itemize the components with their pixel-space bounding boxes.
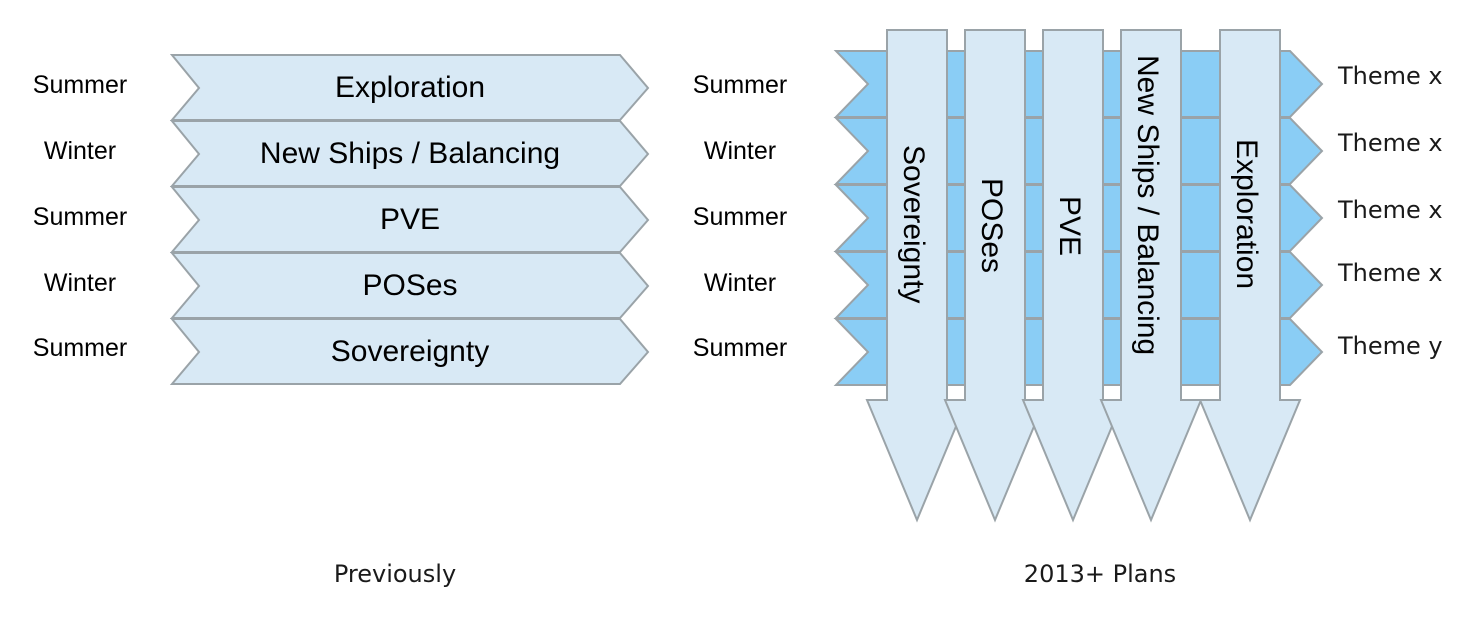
left-season-label-5: Summer	[32, 334, 128, 362]
right-arrow-shape-1[interactable]	[865, 29, 969, 523]
theme-label-1: Theme x	[1338, 62, 1443, 90]
left-chevron-label-5: Sovereignty	[330, 335, 490, 368]
right-season-label-3: Summer	[692, 203, 788, 231]
left-season-label-4: Winter	[43, 269, 117, 297]
left-panel-caption: Previously	[333, 560, 457, 588]
right-arrow-shape-5[interactable]	[1198, 29, 1302, 523]
left-chevron-label-4: POSes	[362, 269, 458, 302]
left-season-label-2: Winter	[43, 137, 117, 165]
left-season-label-3: Summer	[32, 203, 128, 231]
right-arrow-shape-4[interactable]	[1099, 29, 1203, 523]
right-season-label-4: Winter	[703, 269, 777, 297]
right-arrow-group	[865, 29, 1302, 523]
right-column-label-exploration: Exploration	[1230, 139, 1263, 290]
right-season-label-1: Summer	[692, 71, 788, 99]
right-season-label-2: Winter	[703, 137, 777, 165]
theme-label-4: Theme x	[1338, 259, 1443, 287]
right-column-label-poses: POSes	[975, 178, 1008, 274]
right-arrow-shape-3[interactable]	[1021, 29, 1125, 523]
theme-label-3: Theme x	[1338, 196, 1443, 224]
right-season-label-5: Summer	[692, 334, 788, 362]
left-chevron-group	[169, 54, 650, 385]
right-panel-caption: 2013+ Plans	[1023, 560, 1177, 588]
left-chevron-shape-5[interactable]	[169, 318, 650, 385]
left-chevron-label-2: New Ships / Balancing	[259, 137, 561, 170]
theme-label-5: Theme y	[1338, 332, 1443, 360]
theme-label-2: Theme x	[1338, 129, 1443, 157]
right-column-label-sovereignty: Sovereignty	[897, 145, 930, 304]
left-chevron-label-3: PVE	[379, 203, 441, 236]
right-column-label-new-ships: New Ships / Balancing	[1131, 55, 1164, 356]
right-arrow-shape-2[interactable]	[943, 29, 1047, 523]
left-season-label-1: Summer	[32, 71, 128, 99]
left-chevron-label-1: Exploration	[334, 71, 486, 104]
right-column-label-pve: PVE	[1053, 196, 1086, 257]
